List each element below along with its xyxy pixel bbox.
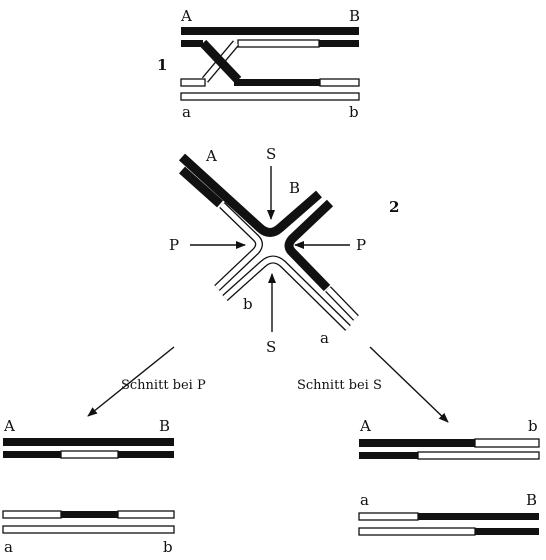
branch-arrow-left [87, 346, 175, 417]
junction-strand-A-black-part [178, 166, 224, 208]
stage1-strand-second-right [319, 40, 359, 47]
cut-label-P-right: P [356, 236, 366, 254]
resultS-third-white [358, 512, 419, 521]
result-cut-at-S: A b a B [358, 417, 540, 536]
resultS-second-black [359, 452, 418, 459]
stage1-strand-second-left [181, 40, 203, 47]
resultP-top-strand [3, 438, 174, 446]
resultS-top-white [474, 438, 540, 448]
resultP-second-right [118, 451, 174, 458]
stage2-number: 2 [389, 198, 399, 216]
junction-strand-A-white-part-fill [215, 203, 262, 290]
resultP-second-left [3, 451, 61, 458]
stage1-strand-top-black [181, 27, 359, 35]
stage1-label-B: B [349, 7, 360, 25]
resultS-top-black [359, 439, 475, 447]
resultS-bottom-black [475, 528, 539, 535]
branch-arrows: Schnitt bei P Schnitt bei S [87, 346, 449, 423]
resultP-label-B: B [159, 417, 170, 435]
cut-label-S-top: S [266, 145, 276, 163]
resultS-label-a: a [360, 491, 369, 509]
stage1-strand-third-middle [234, 79, 320, 86]
stage-1-strand-exchange: A B a b 1 [157, 7, 360, 121]
resultP-third-right [117, 510, 175, 519]
caption-cut-at-P: Schnitt bei P [121, 378, 206, 393]
resultP-second-middle [60, 450, 119, 459]
stage1-strand-second-middle [237, 39, 320, 48]
stage1-label-A: A [180, 7, 192, 25]
stage1-label-b: b [349, 103, 359, 121]
resultS-third-black [418, 513, 539, 520]
resultS-bottom-white [358, 527, 476, 536]
stage1-strand-third-right [319, 78, 360, 87]
resultS-label-B-bottom: B [526, 491, 537, 509]
junction-label-a: a [320, 329, 329, 347]
stage1-strand-bottom-white [180, 92, 360, 101]
resultP-bottom-strand [2, 525, 175, 534]
junction-label-B: B [289, 179, 300, 197]
cut-label-P-left: P [169, 236, 179, 254]
cut-label-S-bottom: S [266, 338, 276, 356]
resultP-label-A: A [3, 417, 15, 435]
result-cut-at-P: A B a b [2, 417, 175, 556]
junction-label-A: A [205, 147, 217, 165]
stage1-number: 1 [157, 56, 167, 74]
resultP-third-middle [61, 511, 118, 518]
resultS-second-white [417, 451, 540, 460]
junction-label-b: b [243, 295, 253, 313]
stage1-strand-third-left [180, 78, 206, 87]
stage1-label-a: a [182, 103, 191, 121]
caption-cut-at-S: Schnitt bei S [297, 378, 382, 393]
junction-strand-B-black-part [284, 199, 334, 292]
resultP-third-left [2, 510, 62, 519]
resultP-label-b: b [163, 538, 173, 556]
resultP-label-a: a [4, 538, 13, 556]
branch-arrow-right [369, 346, 449, 423]
stage-2-holliday-junction: A B b a S S P P 2 [169, 145, 399, 356]
junction-strand-a-white-part-fill [326, 287, 358, 320]
stage1-crossing-black-strand [199, 39, 242, 84]
resultS-label-A: A [359, 417, 371, 435]
junction-white-strand-b-to-a-fill [223, 256, 350, 330]
junction-black-strand-A-to-B [178, 153, 322, 237]
resultS-label-b-top: b [528, 417, 538, 435]
